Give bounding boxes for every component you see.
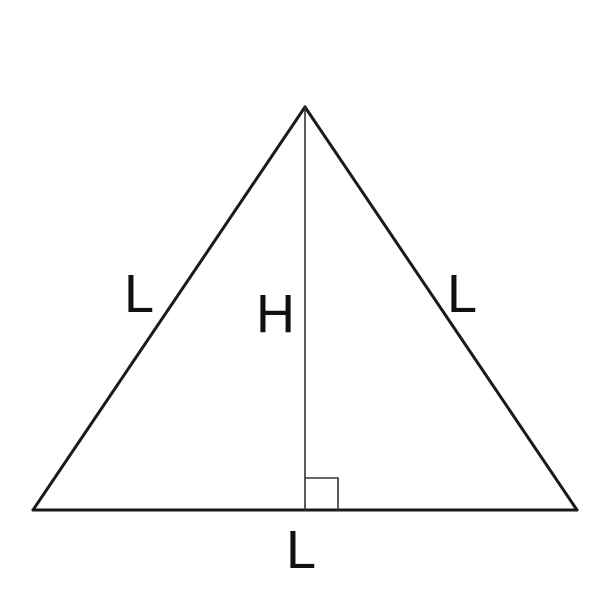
right-side — [303, 105, 579, 512]
right-side-label: L — [447, 264, 477, 324]
base-label: L — [286, 520, 316, 580]
right-angle-marker — [305, 477, 339, 510]
left-side-label: L — [124, 264, 154, 324]
height-label: H — [256, 284, 295, 344]
left-side — [31, 105, 307, 512]
